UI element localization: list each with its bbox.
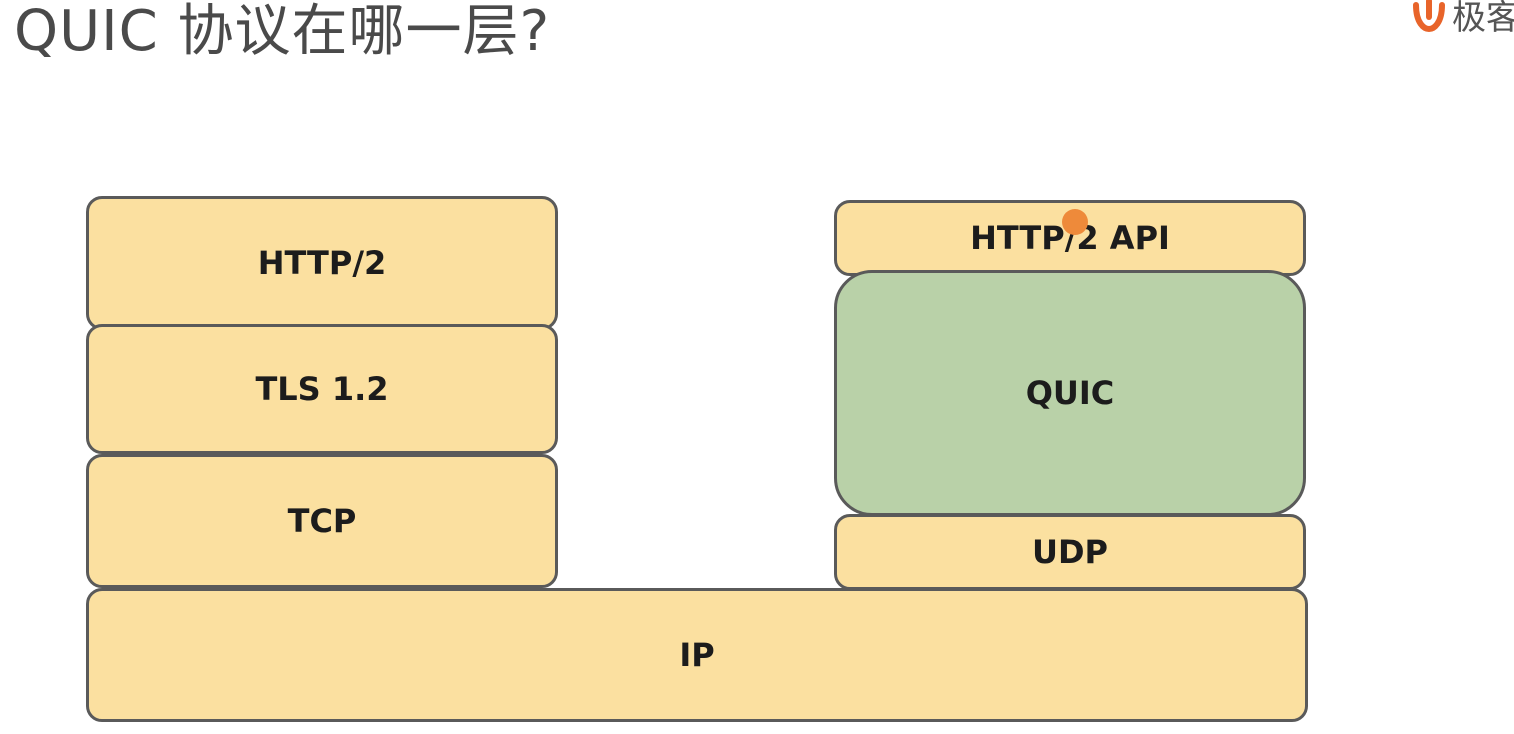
- slide-title: QUIC 协议在哪一层?: [14, 0, 551, 64]
- layer-tls: TLS 1.2: [86, 324, 558, 454]
- layer-tcp: TCP: [86, 454, 558, 588]
- pointer-dot-icon: [1062, 209, 1088, 235]
- layer-ip: IP: [86, 588, 1308, 722]
- logo-text: 极客: [1452, 0, 1514, 38]
- layer-quic: QUIC: [834, 270, 1306, 516]
- brand-logo: 极客: [1410, 0, 1514, 38]
- layer-udp: UDP: [834, 514, 1306, 590]
- layer-http2: HTTP/2: [86, 196, 558, 330]
- geek-logo-icon: [1413, 0, 1445, 33]
